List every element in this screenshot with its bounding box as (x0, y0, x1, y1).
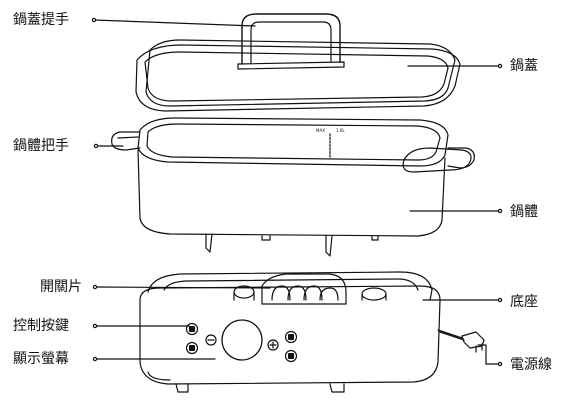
label-base: 底座 (510, 294, 538, 310)
pot-body: MAX 1.6L (111, 117, 475, 257)
label-lid: 鍋蓋 (510, 58, 538, 74)
lid (135, 39, 461, 112)
label-pot-handle: 鍋體把手 (13, 138, 69, 154)
label-lid-handle: 鍋蓋提手 (13, 12, 69, 28)
base (139, 271, 441, 393)
label-switch-plate: 開關片 (40, 279, 82, 295)
label-display: 顯示螢幕 (13, 351, 69, 367)
lid-handle (237, 13, 345, 70)
unit-mark: 1.6L (336, 128, 345, 133)
label-power-cord: 電源線 (510, 357, 552, 373)
leader-lines (91, 17, 503, 367)
label-pot-body: 鍋體 (510, 204, 538, 220)
label-control-buttons: 控制按鍵 (13, 318, 69, 334)
max-mark: MAX (316, 128, 325, 133)
power-cord (437, 329, 485, 353)
